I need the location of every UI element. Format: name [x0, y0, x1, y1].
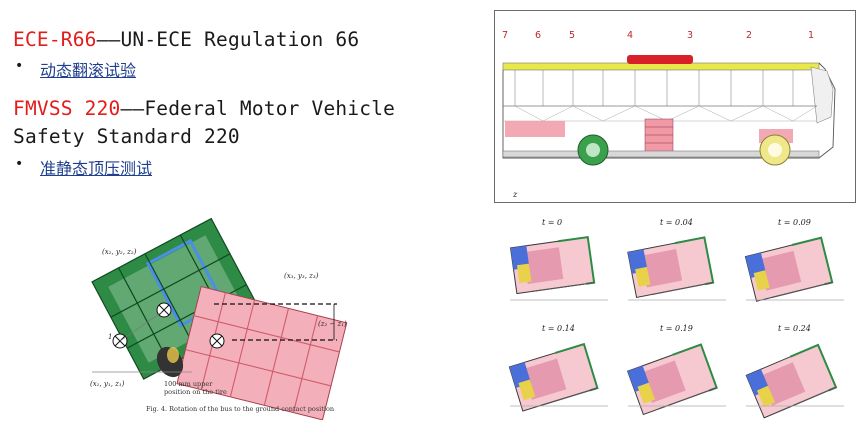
simulation-time-label: t = 0.14	[542, 324, 575, 333]
simulation-frame: t = 0.04	[618, 212, 733, 314]
luggage-compartment-rear	[505, 121, 565, 137]
simulated-bus-cross-section	[627, 236, 715, 299]
roof-ac-unit	[627, 55, 693, 64]
simulated-bus-cross-section	[744, 236, 834, 302]
rollover-simulation-grid: t = 0 t = 0.04 t = 0.09 t = 0.14 t = 0.19 t =…	[500, 212, 855, 420]
ece-bullet: •	[15, 58, 24, 74]
simulated-bus-cross-section	[626, 343, 718, 416]
point3-label: (x₃, y₃, z₃)	[284, 272, 319, 280]
simulation-frame-figure: t = 0.24	[745, 324, 844, 419]
ece-sub-link[interactable]: 动态翻滚试验	[40, 61, 137, 80]
rotation-radius-line	[119, 311, 163, 342]
simulation-frame: t = 0	[500, 212, 615, 314]
front-wheel-hub	[768, 143, 782, 157]
simulated-bus-cross-section	[745, 343, 838, 419]
section-number-4: 4	[627, 30, 633, 41]
section-number-6: 6	[535, 30, 541, 41]
simulation-time-label: t = 0.09	[778, 218, 811, 227]
tire-note-line1: 100 mm upper	[164, 380, 213, 388]
pivot-marker-1-number: 1	[108, 333, 112, 341]
section-number-5: 5	[569, 30, 575, 41]
bus-side-view-figure: 7 6 5 4 3 2 1	[502, 30, 836, 199]
simulated-bus-cross-section	[508, 342, 599, 412]
simulation-time-label: t = 0	[542, 218, 562, 227]
simulation-time-label: t = 0.24	[778, 324, 811, 333]
simulation-frame: t = 0.19	[618, 318, 733, 420]
axis-label-z: z	[512, 190, 518, 199]
bus-body-outline	[502, 62, 836, 159]
rear-wheel-hub	[586, 143, 600, 157]
luggage-compartment-center	[644, 118, 674, 156]
fmvss-heading: FMVSS 220——Federal Motor Vehicle	[13, 97, 395, 120]
simulation-frame-figure: t = 0.14	[508, 324, 608, 412]
simulated-bus-cross-section	[509, 235, 596, 295]
cg-marker-green-cross	[158, 304, 170, 316]
figure-caption: Fig. 4. Rotation of the bus to the groun…	[146, 405, 334, 413]
bus-rotation-figure: (z₂ − z₁) 1 2 (x₂, y₂, z₂) (x₃, y₃, z₃) …	[90, 217, 348, 420]
cg-marker-pink-cross	[211, 335, 223, 347]
fmvss-code: FMVSS 220	[13, 97, 121, 120]
ece-code: ECE-R66	[13, 28, 97, 51]
bus-roof-rail	[502, 62, 820, 71]
section-number-7: 7	[502, 30, 508, 41]
tire-highlight	[167, 347, 179, 363]
chassis-rail	[502, 150, 820, 158]
simulation-time-label: t = 0.19	[660, 324, 693, 333]
green-bus-frame	[91, 217, 264, 380]
simulation-frame: t = 0.14	[500, 318, 615, 420]
simulation-frame-figure: t = 0.09	[744, 218, 844, 302]
bus-side-view-panel: 7 6 5 4 3 2 1	[494, 10, 856, 203]
tire-note-line2: position on the tire	[164, 388, 227, 396]
fmvss-sub-link[interactable]: 准静态顶压测试	[40, 159, 153, 178]
fmvss-description-line1: Federal Motor Vehicle	[144, 97, 396, 120]
height-reference-lines	[214, 303, 337, 341]
simulation-frame-figure: t = 0.04	[627, 218, 726, 301]
simulation-frame: t = 0.24	[736, 318, 851, 420]
ece-heading: ECE-R66——UN-ECE Regulation 66	[13, 28, 359, 51]
window-pillars	[514, 70, 794, 106]
point1-label: (x₁, y₁, z₁)	[90, 380, 125, 388]
ece-description: UN-ECE Regulation 66	[120, 28, 360, 51]
fmvss-dash: ——	[120, 97, 145, 120]
simulation-frame-figure: t = 0	[509, 218, 608, 301]
section-number-3: 3	[687, 30, 693, 41]
ece-dash: ——	[96, 28, 121, 51]
simulation-frame: t = 0.09	[736, 212, 851, 314]
section-number-2: 2	[746, 30, 752, 41]
fmvss-bullet: •	[15, 156, 24, 172]
pink-bus-frame	[176, 285, 348, 420]
simulation-time-label: t = 0.04	[660, 218, 693, 227]
simulation-frame-figure: t = 0.19	[626, 324, 726, 416]
front-windshield	[810, 66, 834, 124]
center-compartment-slots	[645, 126, 673, 144]
section-number-1: 1	[808, 30, 814, 41]
height-difference-label: (z₂ − z₁)	[318, 320, 347, 328]
fmvss-description-line2: Safety Standard 220	[13, 125, 240, 148]
point2-label: (x₂, y₂, z₂)	[102, 248, 137, 256]
